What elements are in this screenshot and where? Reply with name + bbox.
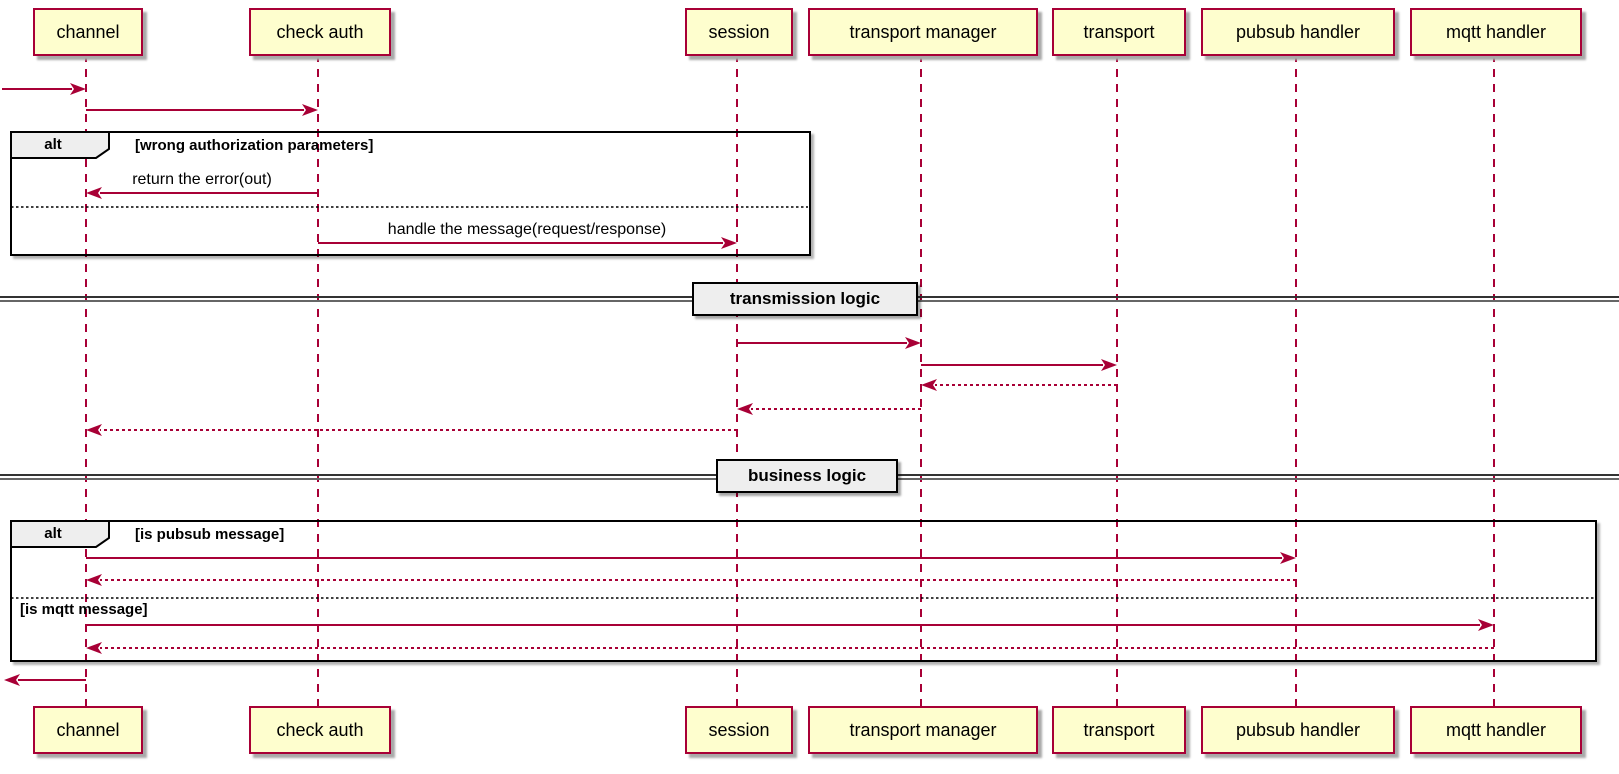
participant-top-transport: transport [1052,8,1186,56]
participant-top-session: session [685,8,793,56]
message-label-handle-message: handle the message(request/response) [387,221,667,238]
message-label-return-error: return the error(out) [132,171,272,188]
participant-top-pubsub-handler: pubsub handler [1201,8,1395,56]
participant-top-transport-manager: transport manager [808,8,1038,56]
divider-transmission-logic: transmission logic [692,282,918,316]
alt-frame-auth-condition: [wrong authorization parameters] [135,137,374,154]
participant-bottom-mqtt-handler: mqtt handler [1410,706,1582,754]
arrow-transport-manager-to-transport [921,359,1117,371]
alt-frame-message-type [10,520,1597,662]
alt-frame-auth-keyword: alt [44,136,62,153]
arrow-channel-to-check-auth [86,104,318,116]
arrow-return-transport-to-manager [921,379,1117,391]
arrow-return-session-to-channel [86,424,737,436]
participant-top-check-auth: check auth [249,8,391,56]
alt-frame-pubsub-condition: [is pubsub message] [135,526,285,543]
participant-bottom-channel: channel [33,706,143,754]
arrow-return-manager-to-session [737,403,921,415]
arrow-channel-outgoing-left [4,674,86,686]
participant-bottom-transport-manager: transport manager [808,706,1038,754]
participant-bottom-check-auth: check auth [249,706,391,754]
arrow-incoming-to-channel [2,83,86,95]
participant-bottom-pubsub-handler: pubsub handler [1201,706,1395,754]
alt-frame-message-type-pentagon [10,520,110,548]
participant-bottom-session: session [685,706,793,754]
alt-frame-message-type-keyword: alt [44,525,62,542]
divider-business-logic: business logic [716,459,898,493]
alt-frame-auth [10,131,811,256]
arrow-session-to-transport-manager [737,337,921,349]
participant-top-mqtt-handler: mqtt handler [1410,8,1582,56]
alt-frame-auth-pentagon [10,131,110,159]
participant-top-channel: channel [33,8,143,56]
participant-bottom-transport: transport [1052,706,1186,754]
alt-frame-mqtt-condition: [is mqtt message] [20,601,148,618]
